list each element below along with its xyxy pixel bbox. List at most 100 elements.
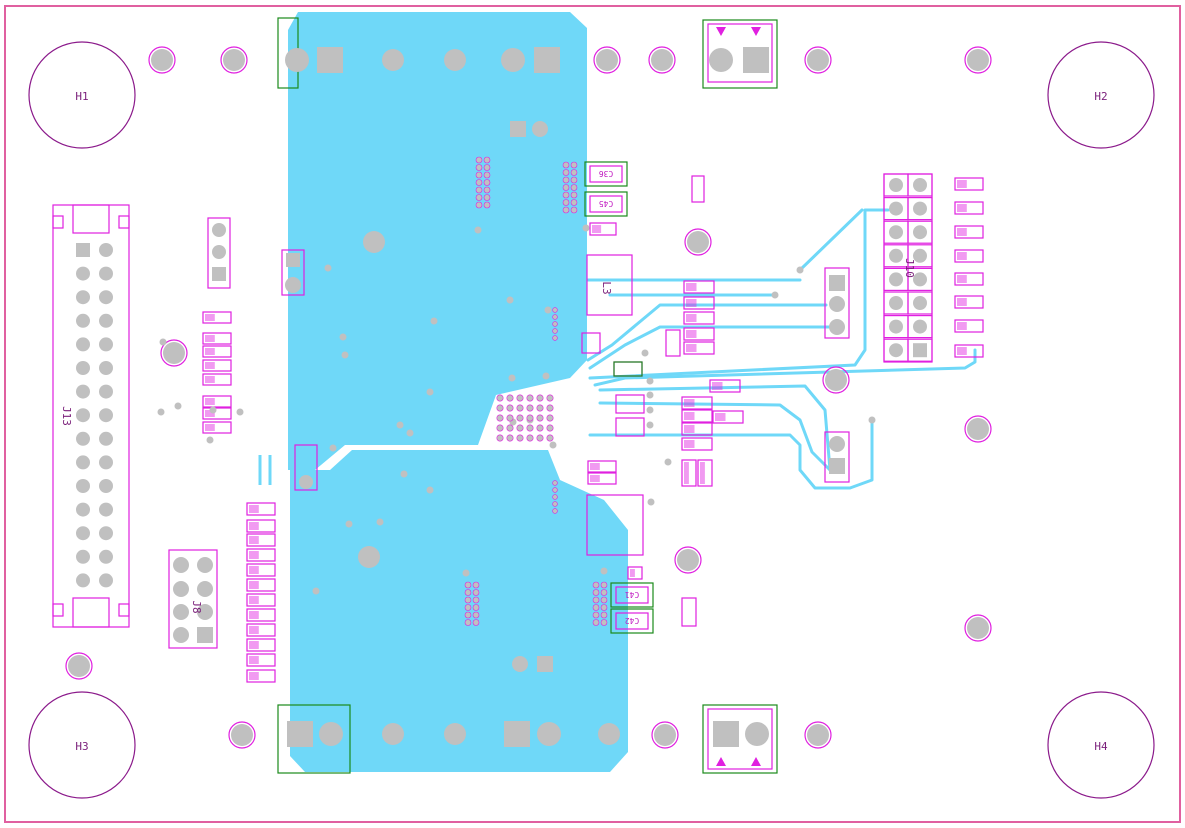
c36-label: C36	[599, 169, 614, 178]
via	[341, 351, 349, 359]
via	[664, 458, 672, 466]
ic-pad	[592, 581, 600, 589]
ic-pad	[506, 424, 514, 432]
j10-pin	[913, 248, 927, 263]
ic-pad	[552, 307, 558, 313]
passive-pad	[684, 399, 695, 407]
passive-outline	[246, 653, 276, 667]
passive-pad	[684, 412, 695, 420]
j13-pin	[99, 431, 113, 446]
ic-pad	[472, 604, 480, 611]
ic-pad	[483, 156, 491, 164]
ic-pad	[536, 394, 544, 402]
header-3pin-center	[824, 267, 850, 339]
ic-pad	[600, 596, 608, 604]
j10-cell	[907, 315, 933, 339]
ic-pad	[562, 169, 570, 176]
j13-pin	[76, 243, 90, 257]
j13-pin	[99, 243, 113, 257]
ic-pad	[592, 596, 600, 604]
via	[508, 374, 516, 382]
via	[474, 226, 482, 234]
ic-pad	[592, 611, 600, 619]
passive-pad	[684, 462, 689, 484]
via	[796, 266, 804, 274]
ic-pad	[496, 434, 504, 442]
via	[600, 567, 608, 575]
ic-pad	[592, 589, 600, 596]
ic-pad	[546, 424, 554, 432]
triangle-down-icon	[716, 27, 726, 36]
j13-pin	[76, 337, 90, 352]
via	[406, 429, 414, 437]
j13-pin	[76, 502, 90, 517]
via	[236, 408, 244, 416]
ic-pad	[483, 179, 491, 186]
ic-pad	[506, 434, 514, 442]
passive-pad	[249, 656, 259, 664]
passive-pad	[249, 672, 259, 680]
passive-pad	[205, 376, 215, 383]
passive-components	[202, 177, 984, 683]
via	[396, 421, 404, 429]
via-array	[157, 224, 876, 595]
ic-pad	[496, 394, 504, 402]
passive-pad	[957, 322, 967, 330]
l3-label: L3	[600, 281, 613, 294]
power-pads-bottom	[277, 546, 620, 774]
via	[646, 406, 654, 414]
j10-pin	[913, 201, 927, 216]
passive-outline	[202, 332, 232, 345]
ic-pad	[464, 619, 472, 626]
passive-outline	[681, 409, 713, 423]
j10-pin	[913, 319, 927, 334]
terminal-block-top	[702, 19, 778, 89]
j13-pin	[76, 384, 90, 399]
j10-pin	[889, 319, 903, 334]
passive-pad	[686, 314, 697, 322]
via	[646, 421, 654, 429]
ic-pad	[516, 424, 524, 432]
ic-pad	[526, 394, 534, 402]
passive-pad	[249, 566, 259, 574]
ic-pad	[552, 321, 558, 327]
ic-pad	[475, 194, 483, 201]
passive-pad	[249, 551, 259, 559]
passive-pad	[957, 347, 967, 355]
j13-pin	[99, 384, 113, 399]
passive-pad	[249, 641, 259, 649]
ic-pad	[600, 611, 608, 619]
via	[339, 333, 347, 341]
h2-label: H2	[1094, 90, 1107, 103]
header-3pin-left	[207, 217, 231, 289]
passive-outline	[683, 296, 715, 310]
passive-outline	[683, 311, 715, 325]
ic-pad	[562, 184, 570, 191]
passive-outline	[246, 533, 276, 547]
passive-pad	[590, 475, 600, 482]
ic-pad	[562, 176, 570, 184]
j10-pin-array	[883, 173, 933, 362]
ic-pad	[546, 404, 554, 412]
via	[159, 338, 167, 346]
ic-pad	[472, 581, 480, 589]
passive-pad	[249, 626, 259, 634]
passive-outline	[246, 548, 276, 562]
j10-cell	[907, 173, 933, 197]
ic-pad	[506, 404, 514, 412]
passive-pad	[700, 462, 705, 484]
capacitor-c45: C45	[584, 191, 628, 217]
j13-label: J13	[60, 406, 73, 426]
ic-pad	[552, 487, 558, 493]
passive-pad	[957, 204, 967, 212]
via	[430, 317, 438, 325]
passive-pad	[205, 348, 215, 355]
via	[771, 291, 779, 299]
passive-outline	[954, 344, 984, 358]
ic-pad	[526, 424, 534, 432]
component-outline-lower	[586, 494, 644, 556]
mounting-hole-h3: H3	[28, 691, 136, 799]
inductor-l3: L3	[586, 254, 633, 316]
ic-pad	[516, 414, 524, 422]
